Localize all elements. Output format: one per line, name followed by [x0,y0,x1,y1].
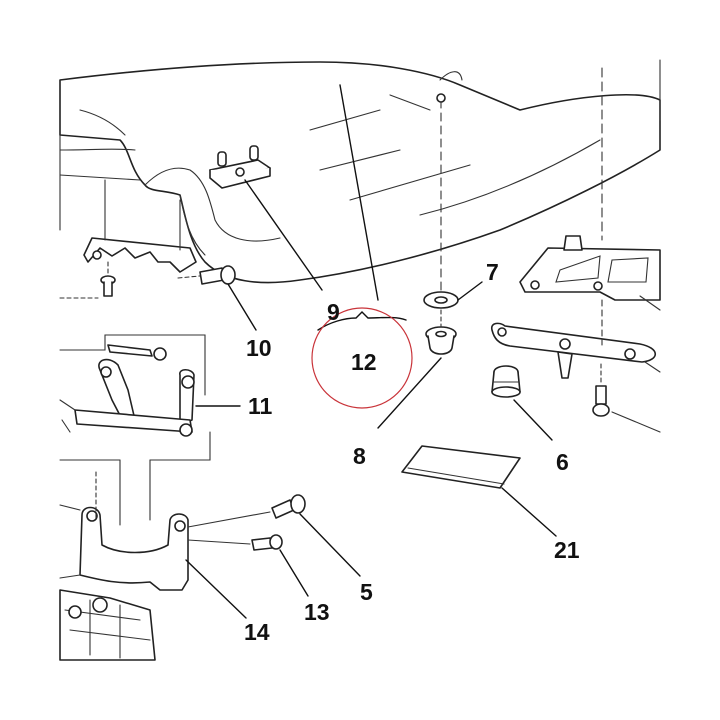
hinge-bracket-14 [59,469,189,591]
bolt-5 [187,494,306,528]
washer-7 [423,93,459,309]
callout-labels: 9 10 12 11 7 8 6 21 5 13 14 [244,259,580,645]
callout-21: 21 [554,537,580,563]
highlight-circle [311,307,413,409]
right-bar [490,299,661,379]
callout-11: 11 [248,393,273,419]
hinge-assembly-11 [59,334,211,526]
clip-6 [491,365,521,398]
callout-8: 8 [353,443,366,469]
screw-10 [177,265,236,285]
bracket-9 [209,145,271,189]
callout-5: 5 [360,579,373,605]
body-shell [59,59,661,284]
screw-left [59,261,116,299]
latch-plate [83,179,197,273]
callout-7: 7 [486,259,499,285]
callout-13: 13 [304,599,330,625]
callout-14: 14 [244,619,270,645]
right-bracket [519,235,661,311]
pad-21 [401,445,521,489]
screw-13 [187,534,283,551]
grommet-8 [425,309,457,355]
screw-right [592,363,661,433]
leader-lines [185,84,557,619]
lower-mechanism [59,589,156,661]
callout-12: 12 [351,349,377,375]
callout-10: 10 [246,335,272,361]
callout-9: 9 [327,299,340,325]
callout-6: 6 [556,449,569,475]
